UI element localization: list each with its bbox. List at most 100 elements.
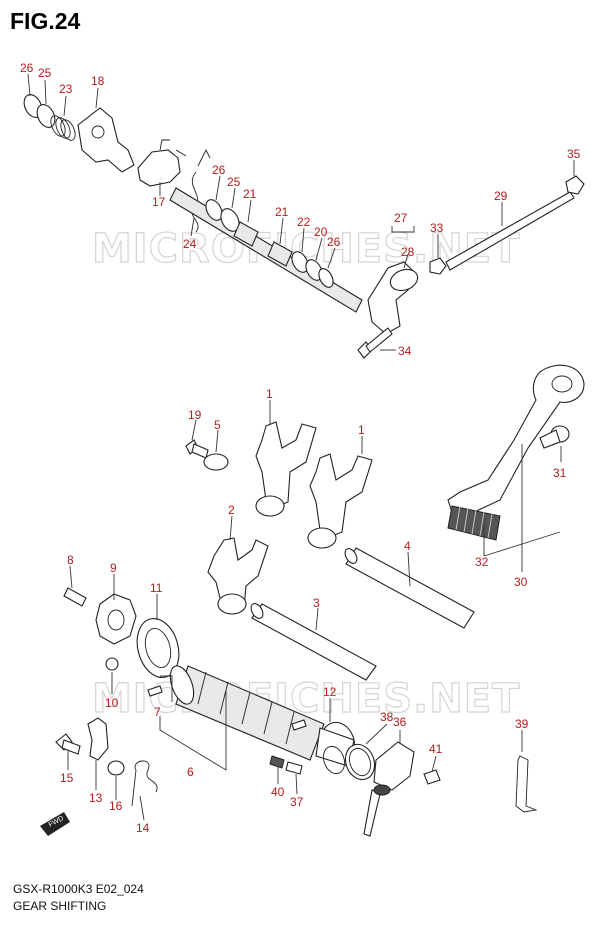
- part-1-fork-a-boss: [255, 495, 285, 517]
- callout-36: 36: [393, 715, 407, 729]
- callout-25-b: 25: [227, 175, 241, 189]
- callout-27: 27: [394, 211, 408, 225]
- callout-29: 29: [494, 189, 508, 203]
- callout-26-b: 26: [212, 163, 226, 177]
- callout-38: 38: [380, 710, 394, 724]
- part-5-stopper: [203, 453, 229, 471]
- callout-24: 24: [183, 237, 197, 251]
- leader-lines: [27, 73, 575, 821]
- callout-13: 13: [89, 791, 103, 805]
- callout-28: 28: [401, 245, 415, 259]
- watermark-bottom: MICROFICHES.NET: [92, 676, 520, 722]
- callout-9: 9: [110, 561, 117, 575]
- part-7-pin: [147, 685, 163, 697]
- callout-22: 22: [297, 215, 311, 229]
- callout-labels: 26 25 23 18 17 24 26 25 21 21 22 20 26 2…: [20, 61, 581, 835]
- drum-stopper-parts: [55, 717, 158, 807]
- callout-26-a: 26: [20, 61, 34, 75]
- callout-39: 39: [515, 717, 529, 731]
- callout-41: 41: [429, 742, 443, 756]
- part-26-circlip-b: [205, 199, 223, 221]
- part-14-spring: [131, 760, 158, 807]
- callout-26-c: 26: [327, 235, 341, 249]
- part-2-fork-boss: [217, 593, 247, 615]
- cam-drum-assembly: [63, 587, 441, 837]
- callout-16: 16: [109, 799, 123, 813]
- shift-forks: [185, 421, 373, 615]
- callout-30: 30: [514, 575, 528, 589]
- part-39-clamp: [515, 755, 538, 813]
- diagram-caption: GEAR SHIFTING: [13, 899, 107, 913]
- callout-40: 40: [271, 785, 285, 799]
- callout-37: 37: [290, 795, 304, 809]
- gearshift-lever: [447, 364, 585, 541]
- callout-25-a: 25: [38, 66, 52, 80]
- part-10-screw: [105, 657, 119, 671]
- callout-18: 18: [91, 74, 105, 88]
- model-code: GSX-R1000K3 E02_024: [13, 882, 144, 896]
- part-38-o-ring: [344, 743, 376, 781]
- part-36-gear-position-sensor: [373, 741, 415, 791]
- callout-8: 8: [67, 553, 74, 567]
- part-1-shift-fork-b: [309, 453, 373, 537]
- part-26-circlip-c: [318, 268, 334, 288]
- part-18-shift-plate: [77, 107, 135, 173]
- part-40-spring: [269, 755, 285, 769]
- callout-35: 35: [567, 147, 581, 161]
- callout-34: 34: [398, 344, 412, 358]
- part-17-shaft-arm: [137, 149, 181, 187]
- callout-14: 14: [136, 821, 150, 835]
- part-23-spring: [50, 115, 76, 141]
- part-1-shift-fork-a: [255, 421, 317, 507]
- part-32-rubber-peg: [447, 505, 501, 541]
- callout-12: 12: [323, 685, 337, 699]
- callout-17: 17: [152, 195, 166, 209]
- part-9-stopper-plate: [95, 593, 137, 645]
- callout-15: 15: [60, 771, 74, 785]
- part-36-sensor-wire: [363, 789, 381, 837]
- part-3-fork-shaft: [251, 603, 377, 681]
- part-4-fork-shaft: [345, 547, 475, 629]
- part-29-link-rod: [445, 191, 575, 271]
- callout-21-b: 21: [275, 205, 289, 219]
- callout-31: 31: [553, 466, 567, 480]
- callout-6: 6: [187, 765, 194, 779]
- part-1-fork-b-boss: [307, 527, 337, 549]
- part-22-seal: [291, 251, 309, 273]
- part-8-pin: [63, 587, 87, 607]
- callout-2: 2: [228, 503, 235, 517]
- callout-20: 20: [314, 225, 328, 239]
- shift-linkage: [357, 175, 585, 359]
- part-35-nut: [565, 175, 585, 195]
- callout-7: 7: [154, 705, 161, 719]
- callout-32: 32: [475, 555, 489, 569]
- part-20-washer: [305, 259, 323, 281]
- part-21-bearing-a: [233, 221, 259, 247]
- part-34-bolt-shank: [365, 327, 393, 353]
- callout-3: 3: [313, 596, 320, 610]
- callout-5: 5: [214, 418, 221, 432]
- part-30-shift-lever: [447, 364, 585, 515]
- callout-1-b: 1: [358, 423, 365, 437]
- callout-10: 10: [105, 696, 119, 710]
- callout-33: 33: [430, 221, 444, 235]
- part-2-shift-fork: [207, 537, 269, 613]
- callout-21-a: 21: [243, 187, 257, 201]
- callout-11: 11: [150, 581, 163, 595]
- part-33-nut: [429, 257, 447, 275]
- part-13-stopper-arm: [87, 717, 109, 761]
- callout-19: 19: [188, 408, 202, 422]
- part-16-washer: [107, 760, 125, 776]
- part-28-joint: [389, 268, 419, 292]
- shift-shaft-assembly: [23, 94, 363, 313]
- callout-23: 23: [59, 82, 73, 96]
- fwd-arrow-badge: FWD: [40, 812, 70, 836]
- part-21-bearing-b: [267, 241, 293, 267]
- fork-shafts: [250, 547, 475, 681]
- part-37-pin: [285, 761, 303, 775]
- part-41-screw: [423, 769, 441, 785]
- callout-4: 4: [404, 539, 411, 553]
- figure-title: FIG.24: [10, 8, 81, 34]
